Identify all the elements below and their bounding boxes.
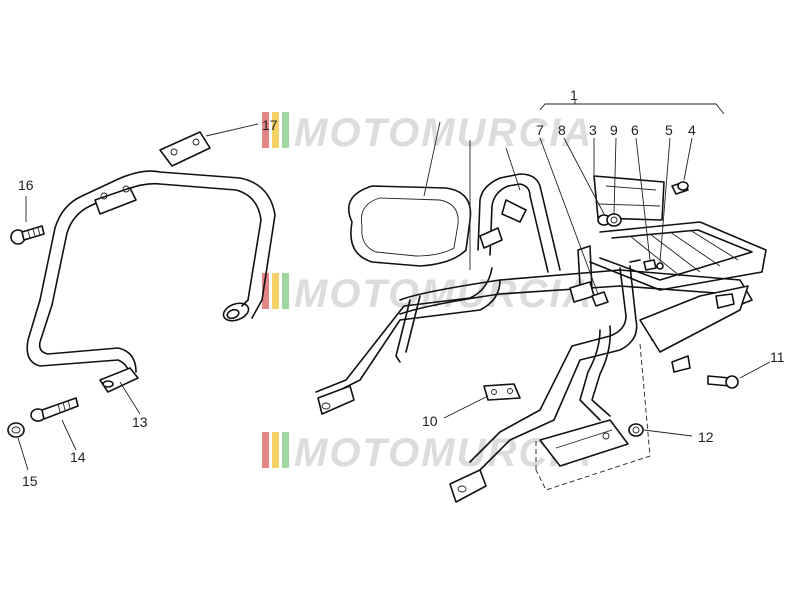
crash-bar: [26, 170, 276, 393]
watermark-stripe-green: [282, 432, 289, 468]
callout-10: 10: [422, 413, 438, 429]
watermark-stripe-red: [262, 112, 269, 148]
callout-8: 8: [558, 122, 566, 138]
watermark-text: MOTOMURCIA: [294, 111, 593, 155]
part-5-washer: [656, 262, 664, 270]
callout-9: 9: [610, 122, 618, 138]
watermark-bottom: MOTOMURCIA: [262, 431, 593, 475]
watermark-stripe-yellow: [272, 112, 279, 148]
part-17-bracket: [159, 131, 211, 167]
watermark-stripe-red: [262, 432, 269, 468]
part-16-bolt: [10, 225, 45, 245]
callout-12: 12: [698, 429, 714, 445]
callout-5: 5: [665, 122, 673, 138]
leader-lines: [17, 100, 771, 471]
part-4-screw: [671, 181, 689, 195]
part-9-spacer: [606, 213, 622, 227]
callout-14: 14: [70, 449, 86, 465]
watermark-top: MOTOMURCIA: [262, 111, 593, 155]
part-15-cap: [7, 422, 25, 438]
callout-17: 17: [262, 117, 278, 133]
callout-13: 13: [132, 414, 148, 430]
watermark-stripe-green: [282, 273, 289, 309]
callout-11: 11: [770, 349, 785, 365]
small-plate: [671, 355, 691, 373]
backrest-frame: [477, 173, 561, 273]
watermark-stripe-yellow: [272, 273, 279, 309]
part-7-bolt: [591, 291, 609, 307]
callout-1: 1: [570, 87, 578, 103]
callouts: 1 3 4 5 6 7 8 9 10 11 12 13 14 15 16 17: [18, 87, 785, 489]
part-10-bracket: [483, 383, 521, 401]
callout-15: 15: [22, 473, 38, 489]
part-11-screw: [707, 375, 739, 389]
backrest-cushion: [347, 185, 472, 267]
watermark-stripe-green: [282, 112, 289, 148]
callout-16: 16: [18, 177, 34, 193]
callout-3: 3: [589, 122, 597, 138]
part-14-bolt: [30, 397, 79, 422]
watermark-stripe-yellow: [272, 432, 279, 468]
part-12-nut: [628, 423, 644, 437]
watermark-text: MOTOMURCIA: [294, 272, 593, 316]
rear-rack: [315, 175, 767, 503]
watermark-stripe-red: [262, 273, 269, 309]
callout-6: 6: [631, 122, 639, 138]
watermark-middle: MOTOMURCIA: [262, 272, 593, 316]
watermark-text: MOTOMURCIA: [294, 431, 593, 475]
part-6-nut: [643, 259, 657, 271]
callout-4: 4: [688, 122, 696, 138]
callout-7: 7: [536, 122, 544, 138]
